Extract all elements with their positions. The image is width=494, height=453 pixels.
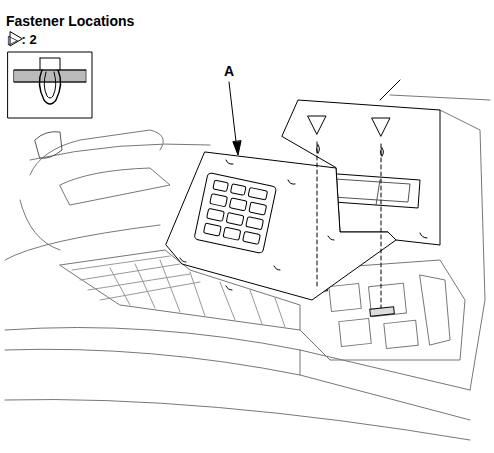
diagram-title: Fastener Locations	[6, 14, 134, 28]
panel-a	[166, 152, 396, 300]
clip-inset	[8, 52, 92, 118]
leader-line	[229, 82, 241, 155]
fastener-key: ▷ : 2	[8, 33, 37, 46]
fastener-guide	[308, 116, 390, 308]
callout-letter: A	[224, 64, 234, 78]
dashboard	[5, 95, 490, 440]
